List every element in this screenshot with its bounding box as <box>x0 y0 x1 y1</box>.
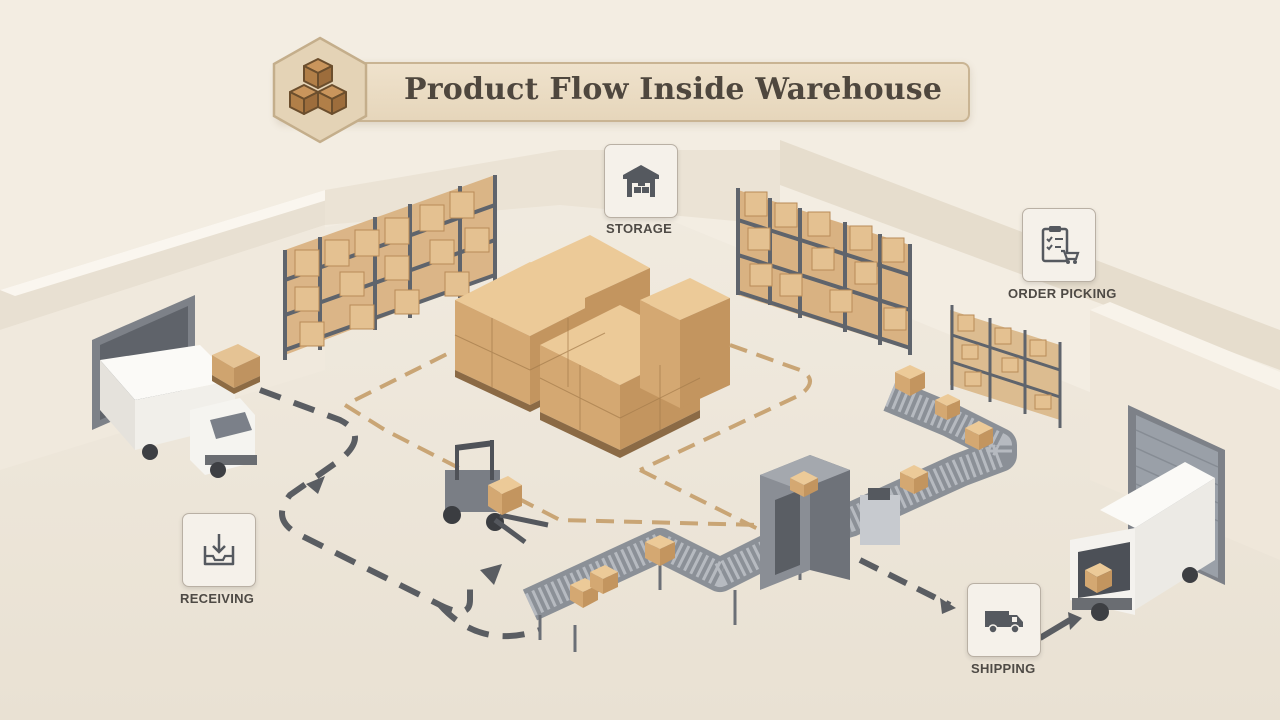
shipping-card <box>967 583 1041 657</box>
forklift <box>443 440 549 545</box>
incoming-pallet <box>212 344 260 394</box>
clipboard-cart-icon <box>1041 226 1080 264</box>
warehouse-icon <box>623 165 659 197</box>
picking-rack <box>950 305 1062 428</box>
inbox-download-icon <box>203 534 235 566</box>
receiving-label: RECEIVING <box>180 591 255 606</box>
title-banner: Product Flow Inside Warehouse <box>276 62 970 122</box>
receiving-truck <box>100 345 257 478</box>
receiving-card <box>182 513 256 587</box>
order-picking-label: ORDER PICKING <box>1008 286 1117 301</box>
stacked-boxes-icon <box>272 36 368 144</box>
storage-pallet-stacks <box>454 235 730 458</box>
storage-card <box>604 144 678 218</box>
shipping-label: SHIPPING <box>971 661 1036 676</box>
shipping-truck <box>1070 462 1215 621</box>
order-picking-card <box>1022 208 1096 282</box>
storage-rack-right <box>736 188 912 355</box>
storage-label: STORAGE <box>606 221 673 236</box>
scanning-gate <box>760 455 900 590</box>
page-title: Product Flow Inside Warehouse <box>404 72 943 107</box>
flow-paths <box>258 343 1082 641</box>
storage-rack-left <box>283 175 497 360</box>
truck-icon <box>985 611 1023 634</box>
